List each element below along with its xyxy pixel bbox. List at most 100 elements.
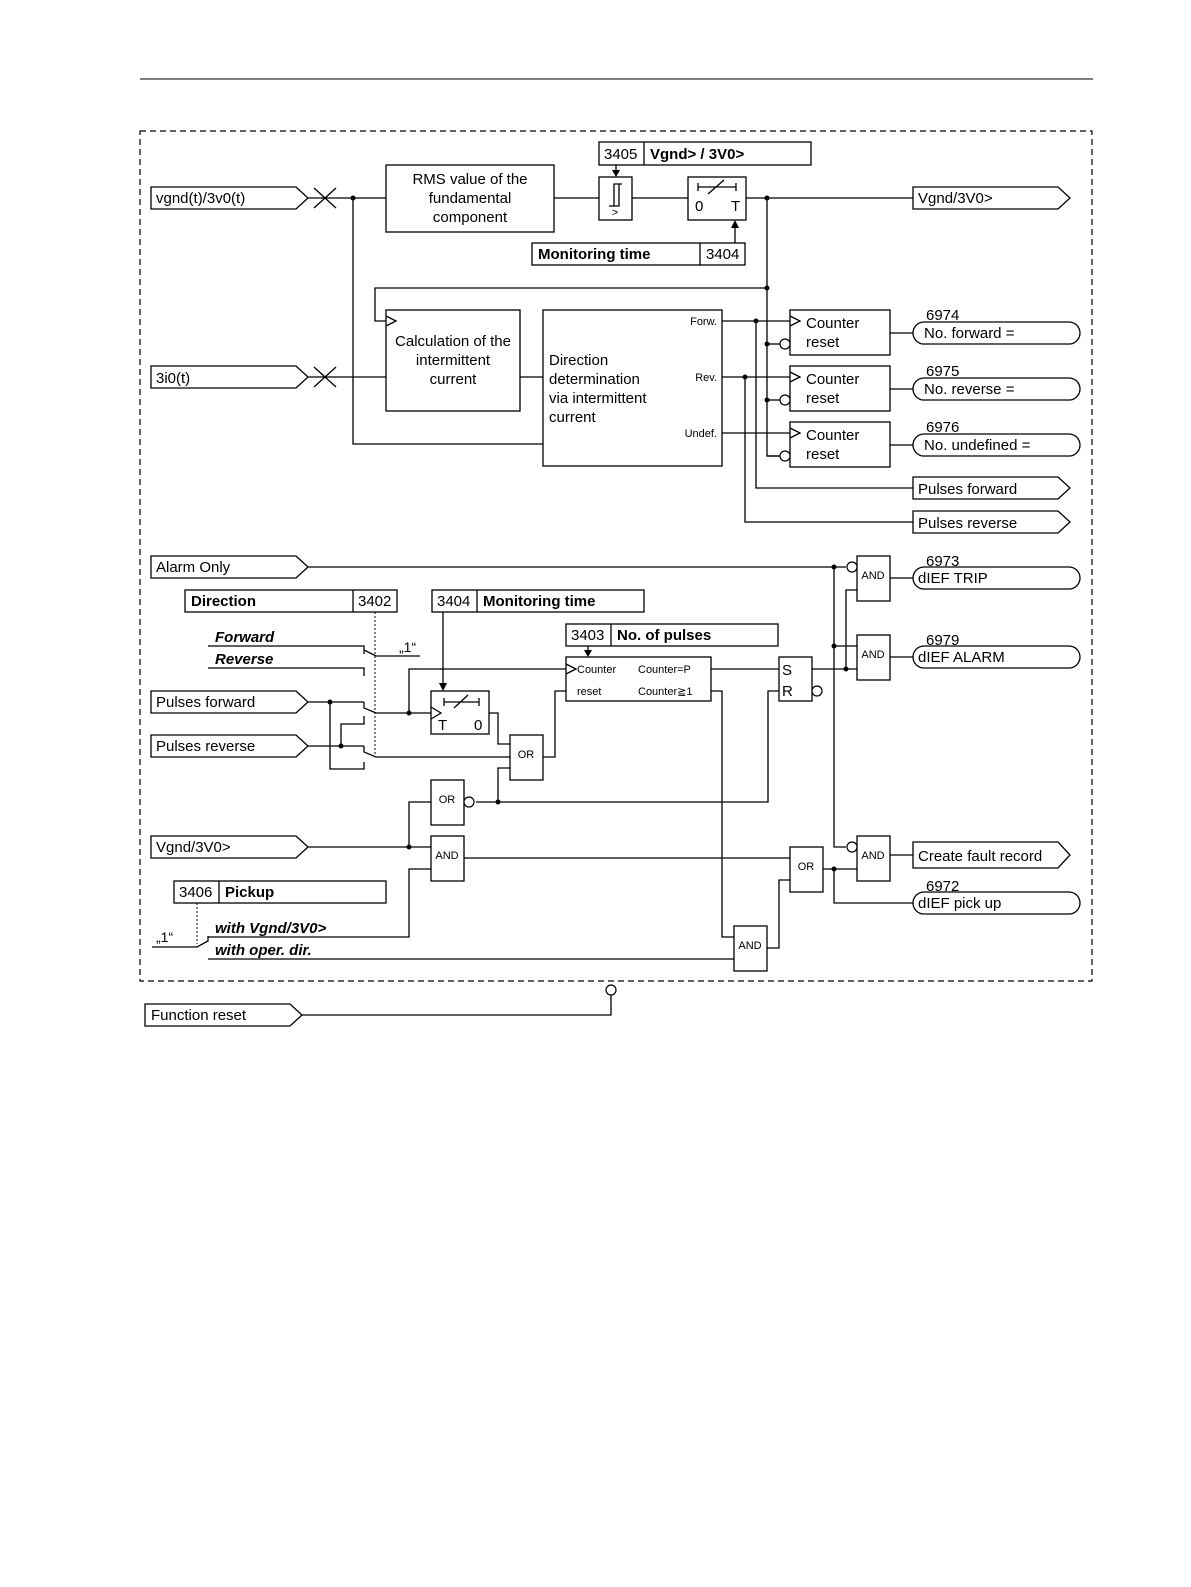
svg-text:6976: 6976	[926, 419, 959, 436]
svg-text:No. undefined =: No. undefined =	[924, 437, 1031, 454]
and-gate-alarm: AND	[856, 634, 891, 681]
wire	[329, 702, 365, 770]
svg-text:reset: reset	[806, 446, 840, 463]
svg-text:Reverse: Reverse	[215, 651, 273, 668]
svg-text:current: current	[430, 371, 478, 388]
input-pulses-reverse-tag: Pulses reverse	[150, 734, 309, 758]
svg-text:No. reverse =: No. reverse =	[924, 381, 1015, 398]
wire-function-reset	[302, 995, 612, 1016]
wire-v-to-direction	[352, 198, 543, 445]
svg-text:Vgnd/3V0>: Vgnd/3V0>	[918, 190, 993, 207]
input-function-reset-tag: Function reset	[144, 1003, 303, 1027]
param-3403: 3403 No. of pulses	[565, 623, 779, 647]
and-gate-pickup: AND	[430, 835, 465, 882]
svg-text:AND: AND	[738, 940, 761, 952]
wire-counter-ge	[711, 690, 734, 938]
svg-text:6979: 6979	[926, 632, 959, 649]
svg-text:AND: AND	[435, 850, 458, 862]
calc-intermittent-block: Calculation of the intermittent current	[385, 309, 521, 412]
switch-reverse	[363, 746, 510, 758]
svg-text:Counter: Counter	[806, 427, 859, 444]
direction-block: Direction determination via intermittent…	[542, 309, 723, 467]
junction-dot	[406, 844, 412, 850]
svg-text:via intermittent: via intermittent	[549, 390, 647, 407]
monitoring-timer: T 0	[430, 690, 490, 735]
threshold-block: >	[598, 176, 633, 221]
svg-text:Counter: Counter	[806, 315, 859, 332]
arrow	[731, 220, 739, 228]
measure-cross-i	[308, 366, 386, 388]
param-3404-bottom: 3404 Monitoring time	[431, 589, 645, 613]
option-with-oper: with oper. dir.	[208, 942, 734, 960]
svg-text:6972: 6972	[926, 878, 959, 895]
input-pulses-forward-tag: Pulses forward	[150, 690, 309, 714]
switch-forward	[363, 702, 431, 714]
output-pickup: 6972 dIEF pick up	[912, 878, 1081, 915]
option-forward: Forward	[208, 629, 365, 654]
svg-text:Counter≧1: Counter≧1	[638, 686, 692, 698]
svg-text:3406: 3406	[179, 884, 212, 901]
wire-to-counter	[408, 668, 566, 713]
svg-text:reset: reset	[806, 334, 840, 351]
svg-text:3404: 3404	[437, 593, 470, 610]
measure-cross-v	[308, 187, 386, 209]
svg-text:OR: OR	[798, 861, 815, 873]
svg-text:>: >	[612, 207, 618, 219]
and-gate-oper-dir: AND	[733, 925, 768, 972]
switch-pickup	[152, 936, 209, 948]
svg-text:Monitoring time: Monitoring time	[538, 246, 651, 263]
svg-text:Calculation of the: Calculation of the	[395, 333, 511, 350]
svg-text:component: component	[433, 209, 508, 226]
wire-sr-to-trip	[845, 589, 857, 669]
sr-flipflop: S R	[778, 656, 823, 702]
wire-to-pickup-out	[833, 869, 913, 904]
svg-text:reset: reset	[806, 390, 840, 407]
svg-text:0: 0	[474, 717, 482, 734]
svg-text:fundamental: fundamental	[429, 190, 512, 207]
arrow	[439, 683, 447, 691]
input-i0-tag: 3i0(t)	[150, 365, 309, 389]
wire	[489, 712, 510, 745]
svg-text:AND: AND	[861, 649, 884, 661]
wire-pulses-forward	[755, 321, 913, 489]
svg-text:dIEF ALARM: dIEF ALARM	[918, 649, 1005, 666]
svg-text:AND: AND	[861, 570, 884, 582]
svg-text:OR: OR	[518, 749, 535, 761]
svg-text:R: R	[782, 683, 793, 700]
svg-text:Counter=P: Counter=P	[638, 664, 691, 676]
svg-text:determination: determination	[549, 371, 640, 388]
svg-text:dIEF pick up: dIEF pick up	[918, 895, 1001, 912]
constant-one-pickup: „1“	[156, 929, 173, 945]
param-3402: Direction 3402	[184, 589, 398, 613]
output-no-undefined: 6976 No. undefined =	[912, 419, 1081, 457]
svg-text:Undef.: Undef.	[685, 428, 717, 440]
arrow	[612, 170, 620, 177]
svg-text:T: T	[438, 717, 447, 734]
pulse-counter-block: Counter reset Counter=P Counter≧1	[565, 656, 712, 702]
output-trip: 6973 dIEF TRIP	[912, 553, 1081, 590]
svg-text:current: current	[549, 409, 597, 426]
svg-text:vgnd(t)/3v0(t): vgnd(t)/3v0(t)	[156, 190, 245, 207]
svg-text:Vgnd/3V0>: Vgnd/3V0>	[156, 839, 231, 856]
param-3406: 3406 Pickup	[173, 880, 387, 904]
output-alarm: 6979 dIEF ALARM	[912, 632, 1081, 669]
wire	[340, 716, 365, 746]
option-reverse: Reverse	[208, 651, 365, 676]
switch-direction-top	[363, 649, 420, 657]
or-gate-clear: OR	[430, 779, 475, 826]
output-no-reverse: 6975 No. reverse =	[912, 363, 1081, 401]
svg-text:6973: 6973	[926, 553, 959, 570]
svg-text:No. forward =: No. forward =	[924, 325, 1015, 342]
svg-text:3403: 3403	[571, 627, 604, 644]
svg-text:T: T	[731, 198, 740, 215]
and-gate-fault-record: AND	[846, 835, 891, 882]
or-gate-fault: OR	[789, 846, 824, 893]
svg-text:Pulses reverse: Pulses reverse	[918, 515, 1017, 532]
svg-text:with Vgnd/3V0>: with Vgnd/3V0>	[215, 920, 327, 937]
svg-text:Function reset: Function reset	[151, 1007, 247, 1024]
svg-text:3405: 3405	[604, 146, 637, 163]
output-vgnd-tag: Vgnd/3V0>	[912, 186, 1071, 210]
svg-text:S: S	[782, 662, 792, 679]
svg-text:OR: OR	[439, 794, 456, 806]
wire	[767, 879, 790, 949]
